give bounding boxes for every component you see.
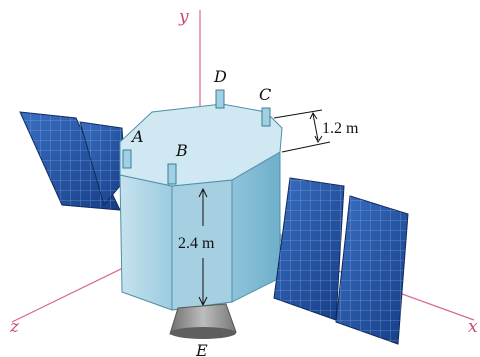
antenna-B bbox=[167, 163, 177, 185]
y-axis-label: y bbox=[178, 7, 189, 27]
antenna-D bbox=[215, 89, 225, 109]
point-label-D: D bbox=[213, 67, 227, 86]
right-solar-panel bbox=[273, 177, 409, 345]
point-label-C: C bbox=[259, 85, 271, 104]
point-label-B: B bbox=[175, 141, 188, 160]
satellite-body bbox=[119, 103, 283, 311]
point-label-A: A bbox=[130, 127, 144, 146]
left-solar-panel bbox=[19, 111, 126, 211]
dimension-2-4m bbox=[198, 187, 208, 307]
dimension-1-2m bbox=[273, 109, 331, 153]
dimension-label-2-4m: 2.4 m bbox=[178, 235, 215, 252]
dimension-label-1-2m: 1.2 m bbox=[322, 120, 359, 137]
antenna-A bbox=[122, 149, 132, 169]
nozzle-E bbox=[169, 303, 237, 339]
antenna-post-icon bbox=[122, 89, 271, 185]
antenna-C bbox=[261, 107, 271, 127]
z-axis-label: z bbox=[9, 317, 20, 337]
point-label-E: E bbox=[195, 341, 208, 357]
x-axis-label: x bbox=[468, 317, 478, 337]
